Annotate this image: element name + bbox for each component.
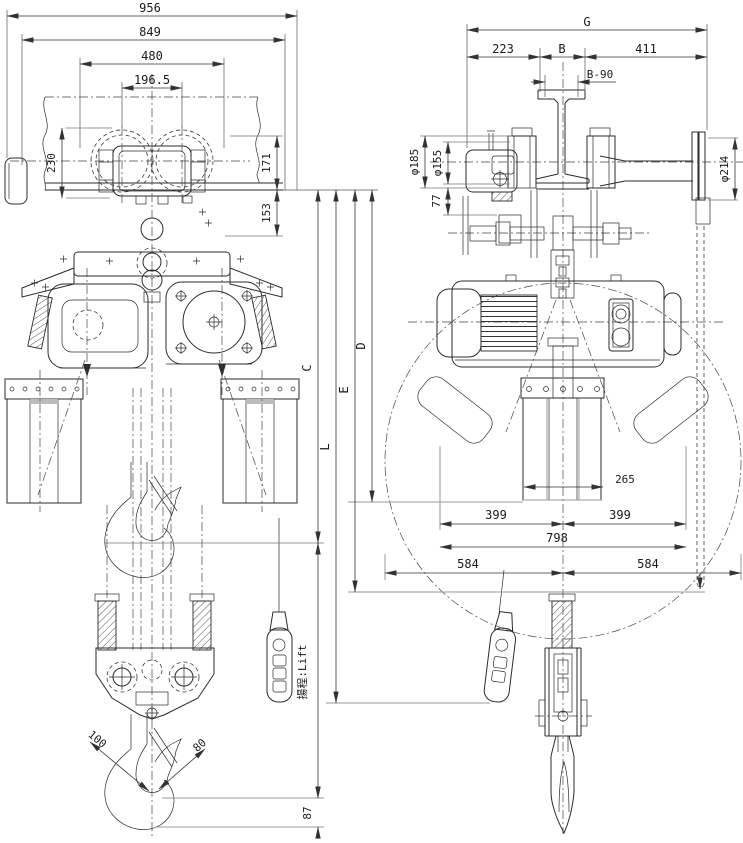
dim-411: 411	[635, 42, 657, 56]
cross-shaft	[469, 215, 632, 299]
container-swung-left	[417, 376, 493, 444]
bumper-right	[251, 294, 277, 350]
dim-B-90: B-90	[587, 68, 614, 81]
travel-drive-side	[465, 130, 522, 244]
i-beam-section	[535, 89, 590, 190]
dim-phi155: φ155	[431, 150, 444, 177]
end-stop-bracket	[4, 157, 28, 205]
dim-230: 230	[45, 153, 58, 173]
dim-171: 171	[260, 153, 273, 173]
dim-phi185: φ185	[408, 149, 421, 176]
dim-196-5: 196.5	[134, 73, 170, 87]
dim-584-left: 584	[457, 557, 479, 571]
side-view	[384, 62, 743, 835]
dim-C: C	[300, 364, 314, 371]
front-view	[4, 74, 378, 836]
dim-hook-100: 100	[85, 728, 109, 751]
hook-block-front	[95, 647, 215, 720]
fan-grille	[182, 290, 246, 354]
trolley-front	[4, 126, 250, 206]
dim-584-right: 584	[637, 557, 659, 571]
dim-hook-80: 80	[190, 736, 209, 755]
hook-raised	[104, 461, 182, 578]
dim-849: 849	[139, 25, 161, 39]
dim-87: 87	[301, 806, 314, 819]
dim-B: B	[558, 42, 565, 56]
dim-223: 223	[492, 42, 514, 56]
dim-153: 153	[260, 203, 273, 223]
hook-lowered	[104, 713, 182, 830]
dim-L: L	[318, 443, 332, 450]
dim-77: 77	[430, 194, 443, 207]
dim-lift-label: 揚程:Lift	[296, 644, 309, 699]
dim-D: D	[354, 342, 368, 349]
dim-399-right: 399	[609, 508, 631, 522]
bumper-left	[27, 294, 53, 350]
dim-G: G	[583, 15, 590, 29]
dim-phi214: φ214	[718, 155, 731, 182]
dim-265: 265	[615, 473, 635, 486]
gear-cover	[47, 283, 149, 369]
chain-container-right-front	[220, 378, 300, 504]
cover-bolts	[175, 290, 253, 354]
hoist-body-side	[436, 274, 682, 368]
dim-480: 480	[141, 49, 163, 63]
suspension-shaft	[599, 131, 711, 590]
chain-end-tubes	[94, 593, 215, 651]
dim-399-left: 399	[485, 508, 507, 522]
container-swung-right	[633, 376, 709, 444]
trolley-side	[462, 127, 616, 258]
monorail-beam-front	[42, 96, 283, 191]
hoist-body-front	[27, 269, 277, 377]
dim-798: 798	[546, 531, 568, 545]
chain-container-left-front	[4, 378, 84, 504]
pendant-control-front	[266, 518, 293, 703]
dim-E: E	[337, 386, 351, 393]
hook-block-side	[535, 593, 592, 835]
dim-956: 956	[139, 1, 161, 15]
dimension-layer: 956 849 480 196.5 171 153 230 100 80 C L…	[6, 1, 742, 839]
pendant-control-side	[483, 569, 517, 703]
chain-container-side	[520, 337, 605, 501]
motor-fins	[480, 294, 538, 352]
